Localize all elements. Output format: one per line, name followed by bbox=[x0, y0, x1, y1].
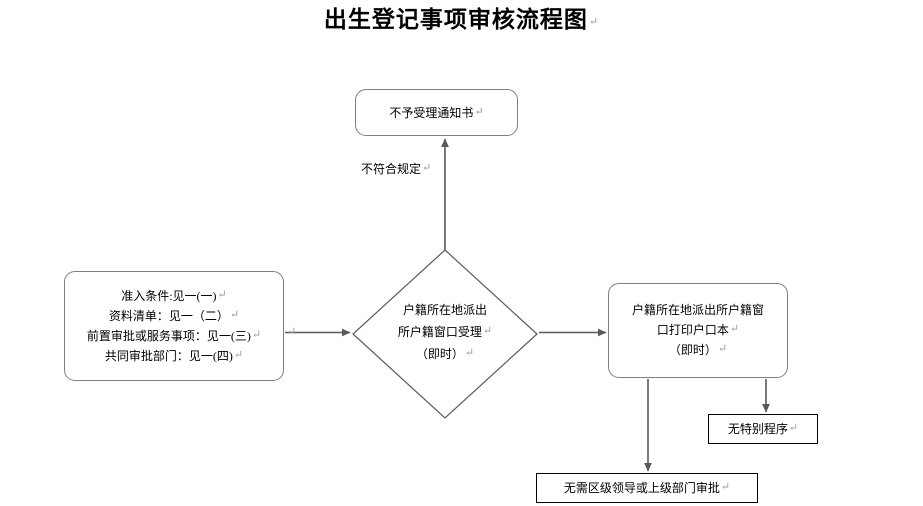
node-entry-conditions-line-1: 准入条件:见一(一)↵ bbox=[121, 289, 227, 303]
pilcrow-mark: ↵ bbox=[788, 422, 799, 434]
node-print-household-register-line-2: 口打印户口本↵ bbox=[656, 323, 740, 337]
pilcrow-mark: ↵ bbox=[422, 162, 432, 174]
node-decision-accept-line-1: 户籍所在地派出 bbox=[402, 302, 487, 317]
pilcrow-mark: ↵ bbox=[729, 323, 740, 335]
node-entry-conditions-line-4: 共同审批部门：见一(四)↵ bbox=[104, 349, 244, 363]
page-title: 出生登记事项审核流程图↵ bbox=[0, 6, 923, 34]
node-no-approval-needed[interactable]: 无需区级领导或上级部门审批↵ bbox=[536, 473, 758, 503]
node-decision-accept-text: 户籍所在地派出 所户籍窗口受理↵ （即时）↵ bbox=[352, 249, 538, 419]
node-entry-conditions-line-3: 前置审批或服务事项：见一(三)↵ bbox=[86, 329, 262, 343]
node-print-household-register[interactable]: 户籍所在地派出所户籍窗 口打印户口本↵ （即时）↵ bbox=[608, 283, 788, 378]
pilcrow-mark: ↵ bbox=[588, 16, 600, 28]
diamond-shape bbox=[352, 249, 538, 419]
pilcrow-mark: ↵ bbox=[229, 309, 240, 321]
node-reject-notice[interactable]: 不予受理通知书↵ bbox=[355, 89, 518, 136]
node-no-approval-needed-line-1: 无需区级领导或上级部门审批↵ bbox=[563, 481, 731, 495]
pilcrow-mark: ↵ bbox=[251, 329, 262, 341]
pilcrow-mark: ↵ bbox=[717, 343, 728, 355]
node-print-household-register-line-3: （即时）↵ bbox=[668, 343, 728, 357]
edge-label-nonconforming-text: 不符合规定 bbox=[361, 162, 422, 176]
edge-label-nonconforming: 不符合规定↵ bbox=[361, 160, 431, 177]
stray-pilcrow-mark: ↵ bbox=[287, 326, 297, 338]
pilcrow-mark: ↵ bbox=[233, 349, 244, 361]
node-print-household-register-line-1: 户籍所在地派出所户籍窗 bbox=[631, 303, 764, 317]
node-entry-conditions-line-2: 资料清单：见一（二）↵ bbox=[108, 309, 240, 323]
pilcrow-mark: ↵ bbox=[482, 324, 493, 337]
pilcrow-mark: ↵ bbox=[217, 289, 227, 301]
page-title-text: 出生登记事项审核流程图 bbox=[323, 7, 588, 32]
node-no-special-procedure-line-1: 无特别程序↵ bbox=[727, 422, 799, 436]
node-entry-conditions[interactable]: 准入条件:见一(一)↵ 资料清单：见一（二）↵ 前置审批或服务事项：见一(三)↵… bbox=[64, 271, 284, 381]
node-reject-notice-line-1: 不予受理通知书↵ bbox=[389, 105, 484, 120]
node-decision-accept-line-3: （即时）↵ bbox=[415, 346, 475, 361]
pilcrow-mark: ↵ bbox=[474, 105, 484, 118]
node-no-special-procedure[interactable]: 无特别程序↵ bbox=[708, 414, 818, 444]
pilcrow-mark: ↵ bbox=[464, 346, 475, 359]
pilcrow-mark: ↵ bbox=[720, 481, 731, 493]
node-decision-accept-line-2: 所户籍窗口受理↵ bbox=[397, 324, 493, 339]
node-decision-accept[interactable]: 户籍所在地派出 所户籍窗口受理↵ （即时）↵ bbox=[352, 249, 538, 419]
